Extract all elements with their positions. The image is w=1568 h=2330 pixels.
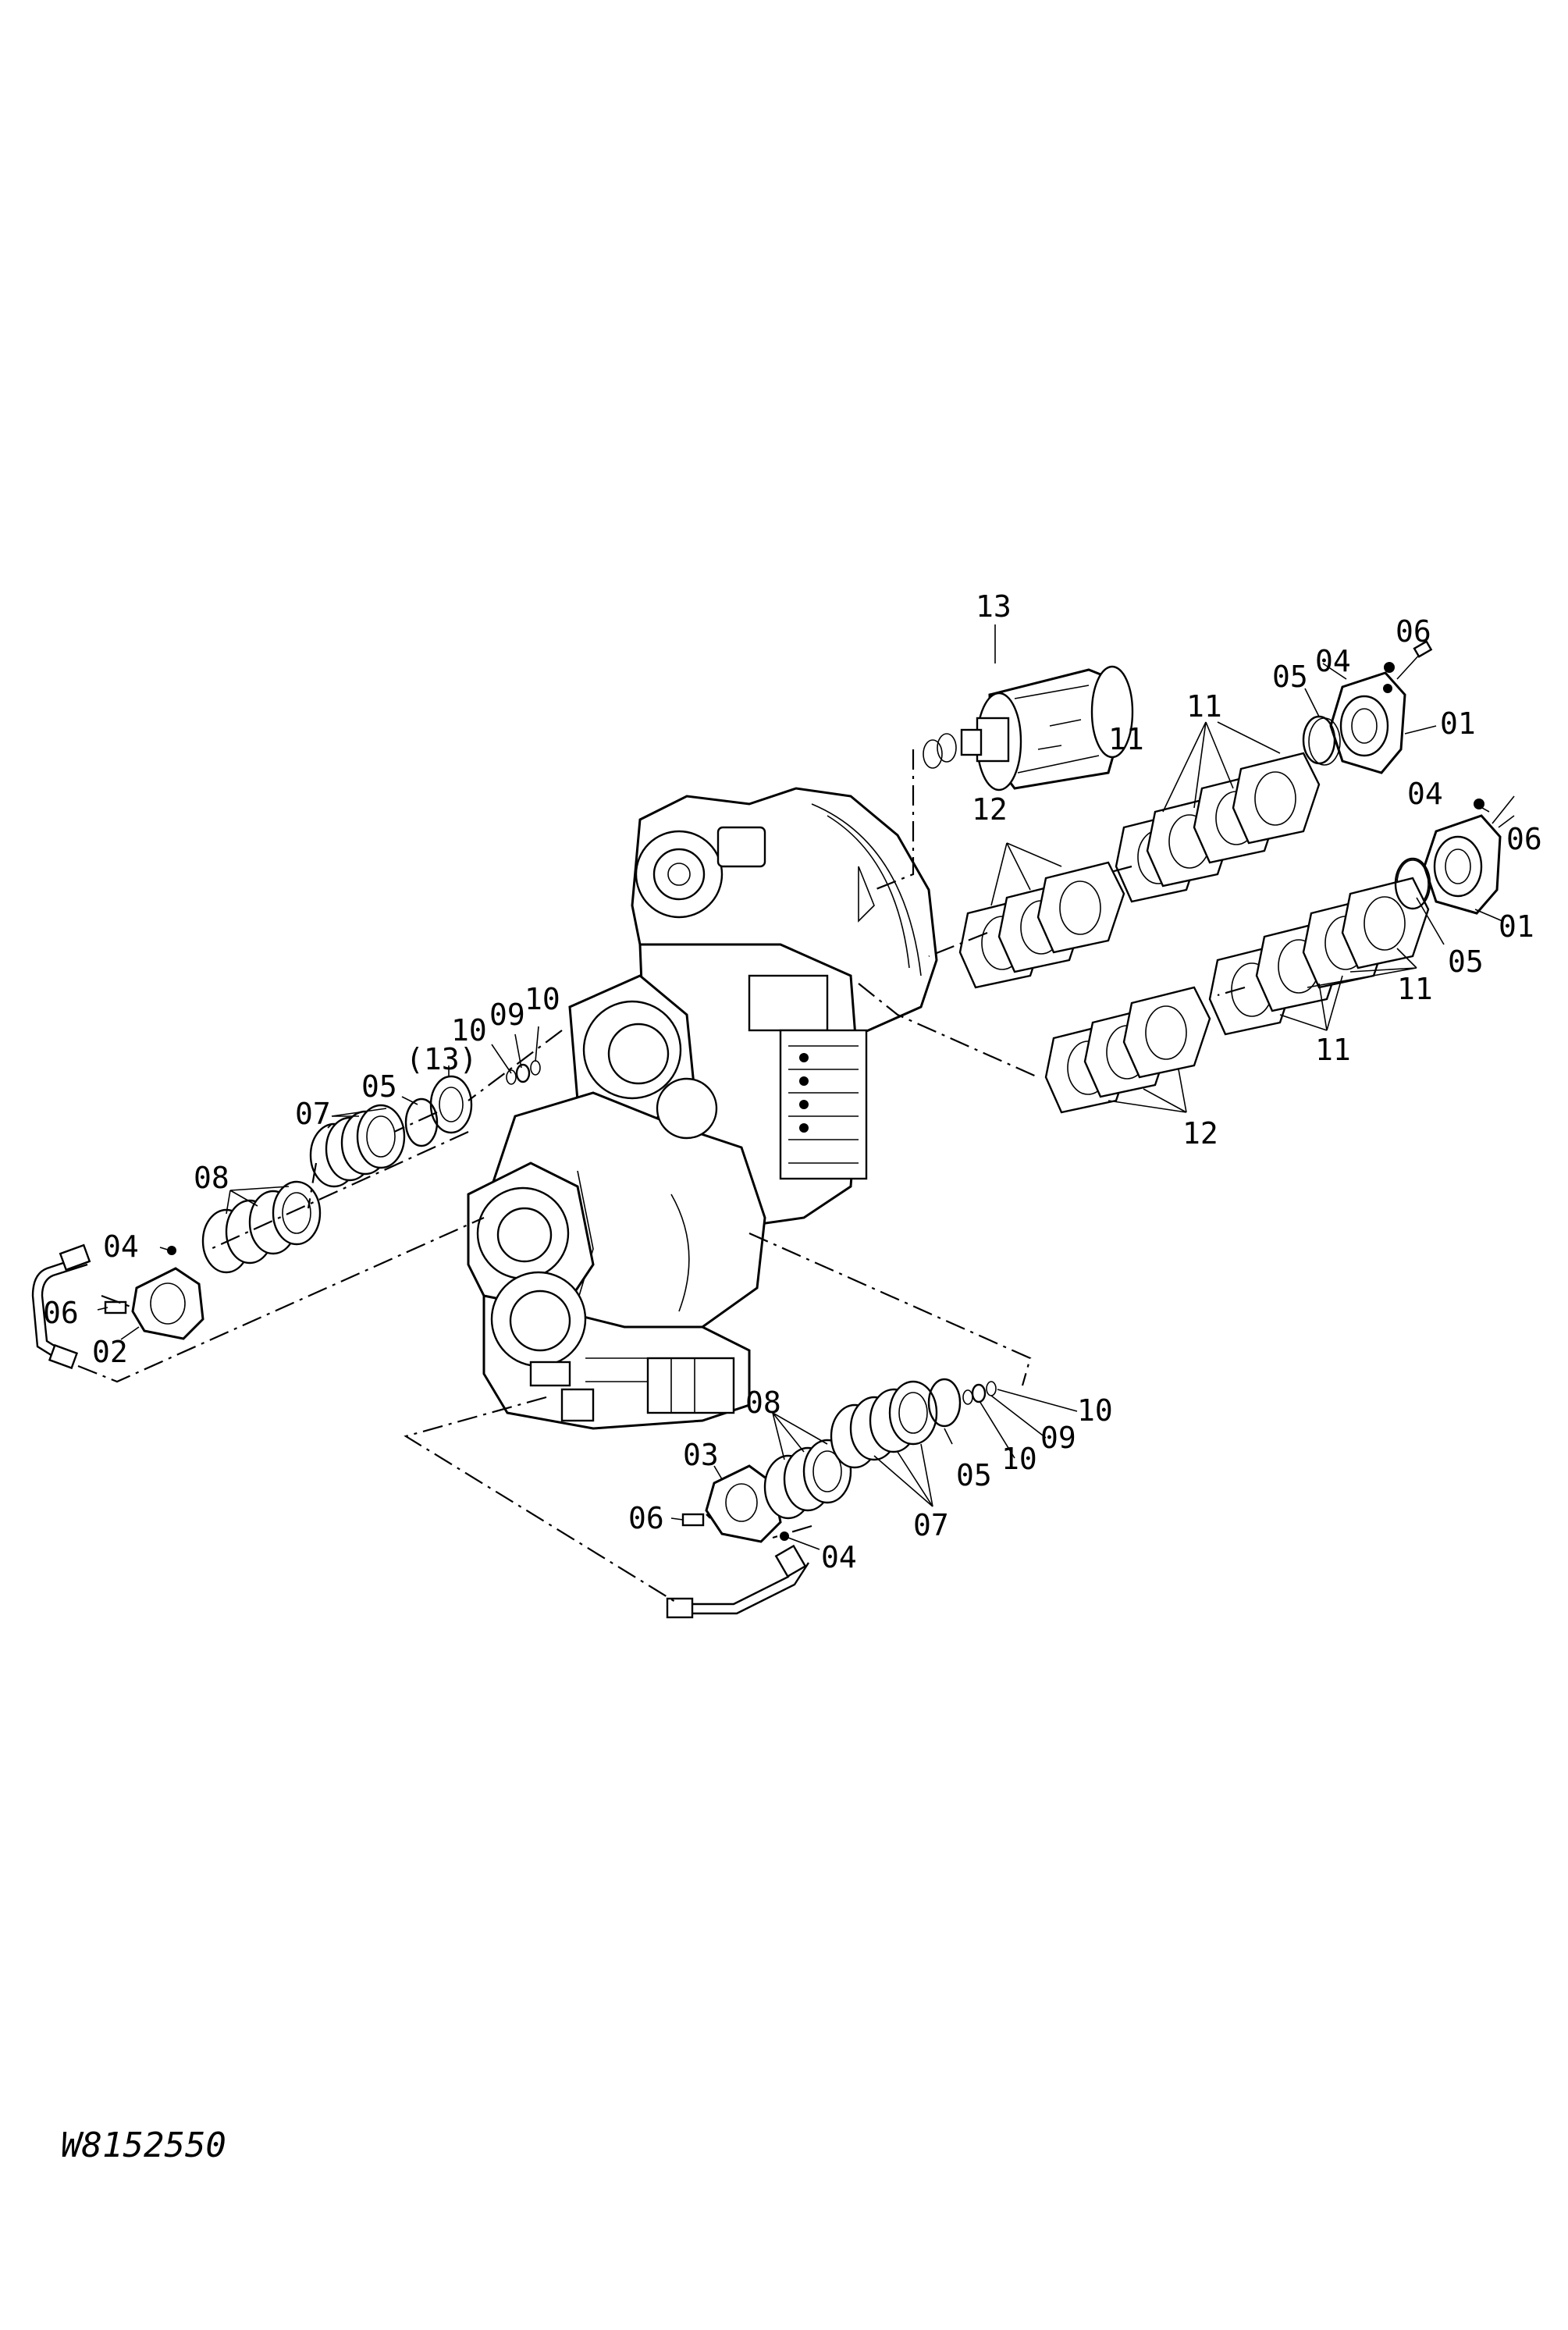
label-10-b: 10	[524, 982, 560, 1016]
label-01-b: 01	[1499, 909, 1534, 944]
label-12-b: 12	[1182, 1116, 1218, 1151]
label-10-d: 10	[1077, 1393, 1113, 1428]
label-04-d: 04	[821, 1540, 857, 1574]
label-09-a: 09	[489, 998, 525, 1032]
label-06-d: 06	[628, 1501, 664, 1535]
label-08-a: 08	[194, 1161, 229, 1195]
transmission-housing	[467, 787, 938, 1430]
label-08-b: 08	[745, 1386, 781, 1420]
part-01-cover-upper	[1308, 640, 1433, 774]
label-10-c: 10	[1001, 1442, 1037, 1476]
label-04-a: 04	[1315, 644, 1351, 678]
o-ring-05-lower	[1394, 857, 1431, 910]
small-fittings-09-10-left	[506, 1060, 541, 1085]
plate-stack-08-left	[201, 1180, 322, 1274]
leader-lines	[97, 624, 1515, 1550]
label-04-b: 04	[1407, 777, 1443, 811]
label-06-b: 06	[1506, 822, 1542, 856]
label-09-b: 09	[1040, 1421, 1076, 1455]
label-05-a: 05	[1272, 660, 1308, 694]
o-ring-05-bottom	[927, 1378, 962, 1428]
gasket-stack-11-lower	[1208, 877, 1430, 1036]
label-06-a: 06	[1396, 614, 1431, 649]
plate-stack-07-left	[309, 1104, 406, 1188]
part-13-bearing-left	[404, 1075, 473, 1147]
plate-stack-07-bottom	[830, 1380, 938, 1469]
hydraulic-pipe-bottom	[666, 1544, 810, 1619]
label-11-d: 11	[1315, 1033, 1351, 1067]
label-11-a: 11	[1186, 689, 1222, 724]
label-11-b: 11	[1108, 722, 1144, 756]
label-07-a: 07	[295, 1097, 331, 1131]
label-02: 02	[92, 1335, 128, 1369]
gasket-stack-12-lower	[1044, 986, 1211, 1114]
gasket-stack-11-upper	[1115, 752, 1321, 903]
label-05-b: 05	[1448, 944, 1484, 979]
hydraulic-pipe-left	[31, 1243, 91, 1370]
small-fittings-09-10-bottom	[962, 1381, 997, 1405]
label-07-b: 07	[913, 1508, 949, 1542]
drawing-code: W8152550	[61, 2125, 226, 2165]
label-04-c: 04	[103, 1229, 139, 1264]
label-12-a: 12	[972, 792, 1008, 827]
gasket-stack-12-upper	[958, 861, 1125, 989]
label-05-d: 05	[956, 1458, 992, 1492]
o-ring-05-upper	[1302, 715, 1336, 765]
label-11-c: 11	[1397, 972, 1433, 1006]
callout-labels: 13 06 04 05 11 11 01 04 06 12 01 05 11 1…	[43, 589, 1542, 1574]
part-03-cover-bottom	[681, 1464, 789, 1543]
alignment-lines	[77, 749, 1246, 1605]
label-10-a: 10	[451, 1013, 487, 1048]
label-13-top: 13	[976, 589, 1012, 624]
label-03: 03	[683, 1438, 719, 1472]
part-02-cover-left	[104, 1246, 204, 1340]
label-06-c: 06	[43, 1296, 79, 1330]
part-13-clutch-drum	[923, 665, 1134, 791]
label-05-c: 05	[361, 1069, 397, 1104]
label-13-paren: (13)	[406, 1042, 478, 1076]
label-01-a: 01	[1440, 706, 1476, 741]
